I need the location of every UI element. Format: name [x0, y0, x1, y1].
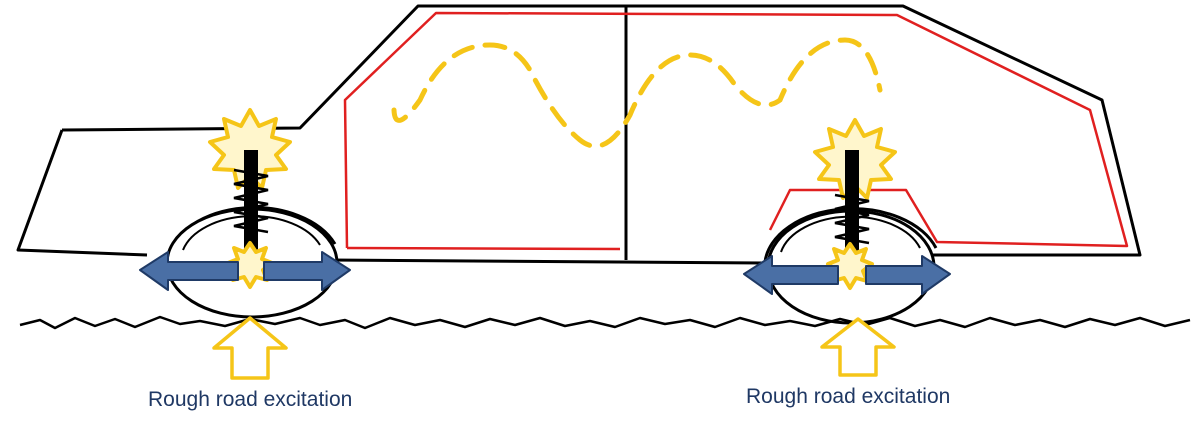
front-excitation-label: Rough road excitation — [148, 388, 353, 411]
cabin-vibration-wave — [391, 37, 883, 149]
rear-excitation-label: Rough road excitation — [746, 385, 951, 408]
cabin-lower-line — [346, 246, 621, 251]
front-fore-aft-arrows — [139, 251, 351, 291]
rear-right-arrow — [865, 255, 951, 295]
car-body-outline — [16, 4, 1142, 265]
front-road-excitation-arrow — [212, 316, 288, 380]
cabin-outline — [343, 11, 1129, 249]
front-left-arrow — [139, 251, 239, 291]
rear-fore-aft-arrows — [743, 255, 951, 295]
rear-shock-absorber — [813, 118, 897, 290]
front-shock-absorber — [208, 108, 292, 289]
front-right-arrow — [263, 251, 351, 291]
rough-road-line — [19, 315, 1191, 330]
rear-road-excitation-arrow — [820, 317, 896, 377]
rear-left-arrow — [743, 255, 839, 295]
